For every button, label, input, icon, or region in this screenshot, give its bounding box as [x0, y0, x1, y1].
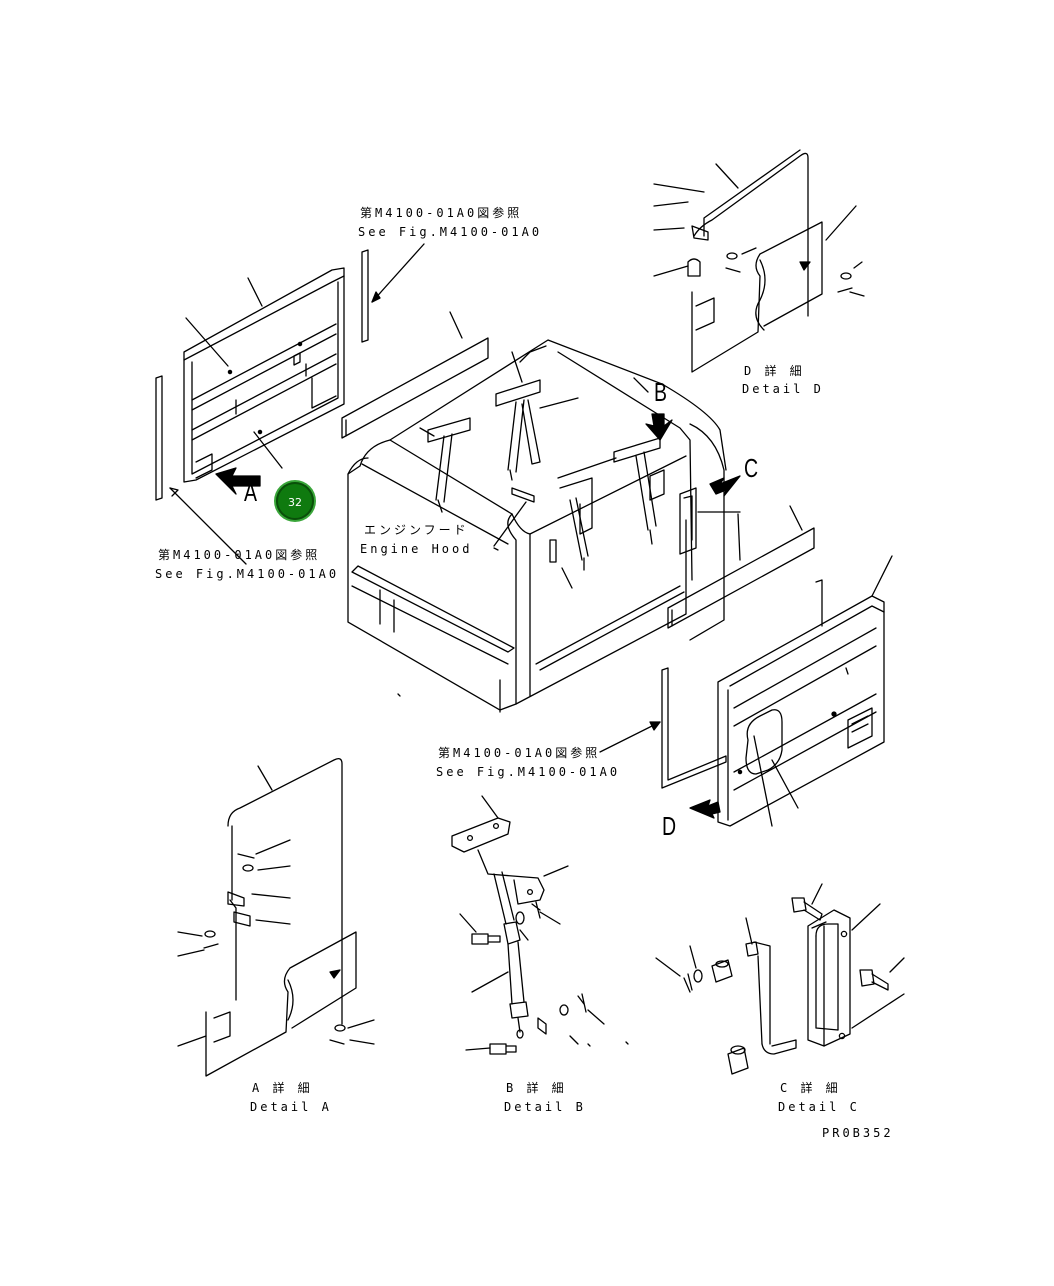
view-arrow-d [690, 800, 720, 818]
view-letter-c: C [744, 453, 759, 483]
ref2-en-label: See Fig.M4100-01A0 [155, 567, 340, 581]
ref1-jp-label: 第M4100-01A0図参照 [360, 206, 523, 220]
ref2-jp-label: 第M4100-01A0図参照 [158, 548, 321, 562]
misc-marks [398, 548, 628, 1046]
detail-c-en-label: Detail C [778, 1100, 860, 1114]
view-letter-a: A [244, 477, 258, 507]
engine-hood [348, 340, 726, 712]
view-arrow-a [216, 468, 260, 494]
left-side-door [184, 268, 344, 482]
hood-gas-struts [428, 352, 664, 588]
top-seal-strip [362, 244, 424, 342]
detail-b-jp-label: B 詳 細 [506, 1081, 567, 1095]
detail-d-drawing [654, 150, 864, 372]
detail-b-drawing [452, 796, 604, 1054]
view-arrow-c [710, 476, 740, 496]
detail-a-jp-label: A 詳 細 [252, 1081, 313, 1095]
view-letter-b: B [654, 377, 668, 407]
drawing-code: PR0B352 [822, 1126, 894, 1140]
detail-a-en-label: Detail A [250, 1100, 332, 1114]
detail-c-drawing [656, 884, 904, 1074]
hood-jp-label: エンジンフード [364, 523, 469, 537]
ref1-en-label: See Fig.M4100-01A0 [358, 225, 543, 239]
right-side-door [718, 556, 892, 826]
hood-latch-plate [680, 488, 740, 560]
detail-b-en-label: Detail B [504, 1100, 586, 1114]
detail-d-jp-label: D 詳 細 [744, 364, 805, 378]
right-hood-strip [668, 506, 822, 628]
hood-en-label: Engine Hood [360, 542, 473, 556]
right-seal-strip [600, 668, 726, 788]
left-seal-strip [156, 376, 246, 564]
top-hood-strip [342, 312, 488, 438]
view-letter-d: D [662, 811, 677, 841]
detail-c-jp-label: C 詳 細 [780, 1081, 841, 1095]
detail-d-en-label: Detail D [742, 382, 824, 396]
detail-a-drawing [178, 759, 374, 1076]
ref3-jp-label: 第M4100-01A0図参照 [438, 746, 601, 760]
ref3-en-label: See Fig.M4100-01A0 [436, 765, 621, 779]
callout-badge[interactable]: 32 [276, 482, 314, 520]
view-arrow-b [646, 414, 672, 440]
